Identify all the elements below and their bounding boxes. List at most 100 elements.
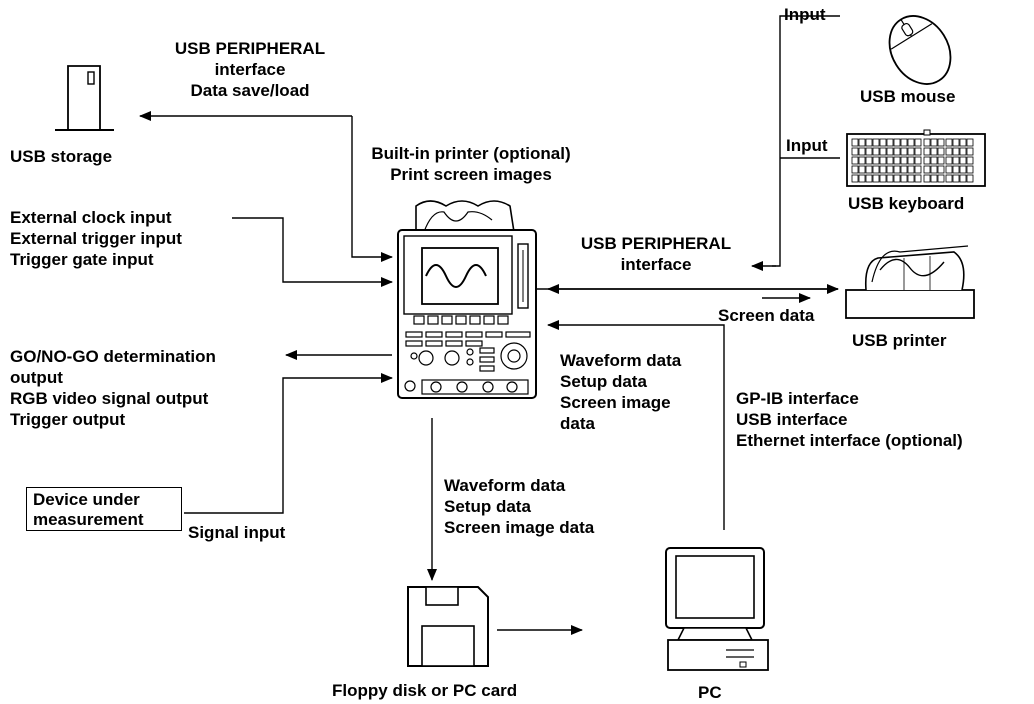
keyboard-key — [937, 165, 945, 174]
pc-caption-label: PC — [698, 683, 722, 702]
keyboard-key — [900, 138, 908, 147]
keyboard-key — [966, 174, 974, 183]
usb-storage-label: USB storage — [10, 147, 113, 166]
usb-mouse-icon — [888, 15, 952, 85]
keyboard-key — [893, 174, 901, 183]
keyboard-key — [865, 165, 873, 174]
inputs-left-label: External clock input External trigger in… — [10, 208, 182, 269]
keyboard-key — [966, 147, 974, 156]
keyboard-key — [923, 174, 931, 183]
keyboard-key — [930, 156, 938, 165]
keyboard-key — [907, 174, 915, 183]
keyboard-key — [959, 174, 967, 183]
keyboard-key — [952, 165, 960, 174]
keyboard-key — [914, 174, 922, 183]
keyboard-key — [923, 156, 931, 165]
keyboard-key — [865, 156, 873, 165]
keyboard-key — [907, 165, 915, 174]
usb-keyboard-label: USB keyboard — [848, 194, 965, 213]
keyboard-key — [952, 138, 960, 147]
keyboard-key — [914, 165, 922, 174]
keyboard-key — [937, 174, 945, 183]
keyboard-key — [930, 165, 938, 174]
keyboard-key — [907, 156, 915, 165]
keyboard-key — [907, 147, 915, 156]
keyboard-key — [851, 138, 859, 147]
input-mouse-label: Input — [784, 5, 826, 24]
outputs-left-label: GO/NO-GO determination output RGB video … — [10, 347, 216, 429]
keyboard-key — [879, 156, 887, 165]
keyboard-key — [851, 156, 859, 165]
keyboard-key — [858, 138, 866, 147]
builtin-printer-label: Built-in printer (optional) Print screen… — [371, 144, 571, 184]
keyboard-key — [872, 147, 880, 156]
usb-peripheral-right-label: USB PERIPHERAL interface — [580, 234, 732, 274]
keyboard-key — [945, 156, 953, 165]
floppy-disk-icon — [407, 586, 489, 667]
keyboard-key — [872, 156, 880, 165]
keyboard-key — [900, 165, 908, 174]
keyboard-key — [900, 174, 908, 183]
keyboard-key — [879, 138, 887, 147]
keyboard-key — [923, 147, 931, 156]
pc-interfaces-label: GP-IB interface USB interface Ethernet i… — [736, 389, 963, 450]
connections — [139, 15, 840, 635]
keyboard-key — [886, 156, 894, 165]
screen-data-label: Screen data — [718, 306, 815, 325]
keyboard-key — [851, 174, 859, 183]
keyboard-key — [893, 138, 901, 147]
keyboard-key — [937, 147, 945, 156]
keyboard-key — [879, 165, 887, 174]
usb-printer-icon — [845, 245, 975, 319]
keyboard-key — [865, 147, 873, 156]
usb-keyboard-icon — [846, 129, 986, 187]
keyboard-key — [893, 165, 901, 174]
keyboard-key — [952, 147, 960, 156]
input-keyboard-label: Input — [786, 136, 828, 155]
keyboard-key — [879, 174, 887, 183]
keyboard-key — [923, 138, 931, 147]
keyboard-key — [966, 138, 974, 147]
keyboard-key — [966, 156, 974, 165]
keyboard-key — [900, 147, 908, 156]
keyboard-key — [886, 165, 894, 174]
keyboard-key — [930, 147, 938, 156]
oscilloscope-instrument — [397, 200, 537, 399]
keyboard-key — [858, 174, 866, 183]
keyboard-key — [959, 138, 967, 147]
keyboard-key — [886, 174, 894, 183]
keyboard-key — [952, 174, 960, 183]
keyboard-key — [872, 138, 880, 147]
keyboard-key — [937, 156, 945, 165]
keyboard-key — [914, 147, 922, 156]
keyboard-key — [893, 156, 901, 165]
usb-printer-label: USB printer — [852, 331, 947, 350]
keyboard-key — [872, 165, 880, 174]
keyboard-key — [858, 165, 866, 174]
keyboard-key — [937, 138, 945, 147]
pc-data-label: Waveform data Setup data Screen image da… — [560, 351, 682, 433]
usb-storage-icon — [55, 65, 114, 131]
keyboard-key — [865, 174, 873, 183]
keyboard-key — [893, 147, 901, 156]
keyboard-key — [886, 147, 894, 156]
floppy-data-label: Waveform data Setup data Screen image da… — [444, 476, 595, 537]
floppy-caption-label: Floppy disk or PC card — [332, 681, 518, 700]
keyboard-key — [945, 138, 953, 147]
keyboard-key — [930, 174, 938, 183]
keyboard-key — [959, 147, 967, 156]
keyboard-key — [945, 147, 953, 156]
keyboard-key — [900, 156, 908, 165]
keyboard-key — [907, 138, 915, 147]
keyboard-key — [879, 147, 887, 156]
keyboard-key — [945, 174, 953, 183]
keyboard-key — [959, 165, 967, 174]
keyboard-key — [865, 138, 873, 147]
keyboard-key — [930, 138, 938, 147]
pc-icon — [665, 547, 769, 671]
signal-input-label: Signal input — [188, 523, 286, 542]
device-under-measurement-box: Device under measurement — [26, 487, 182, 531]
keyboard-key — [851, 165, 859, 174]
